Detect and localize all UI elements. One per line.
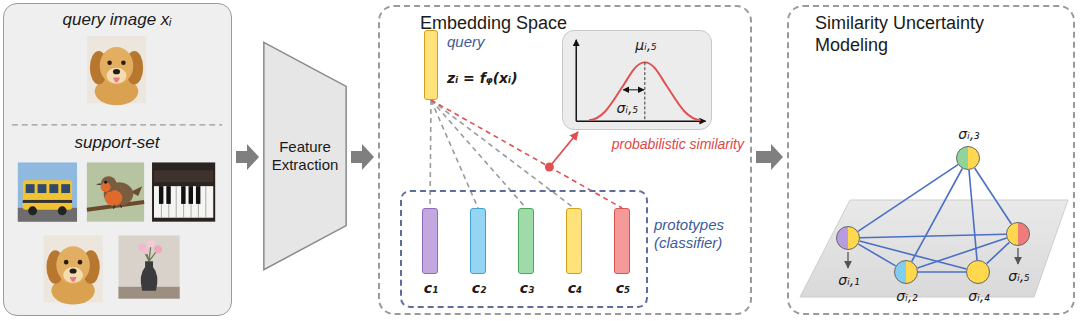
graph-node: σᵢ,₄ — [966, 260, 990, 284]
piano-image — [166, 186, 170, 204]
trapezoid-shape — [264, 42, 346, 269]
bus-image — [26, 184, 35, 193]
panel-title: Embedding Space — [420, 13, 567, 35]
bus-image — [23, 200, 72, 203]
mean-label: μᵢ,₅ — [633, 37, 658, 54]
bus-image — [58, 206, 67, 215]
bus-image — [18, 162, 77, 221]
flow-arrow — [756, 144, 783, 170]
graph-edge — [860, 234, 1006, 237]
piano-image — [189, 186, 193, 204]
bus-image — [23, 180, 72, 210]
graph-edge — [987, 242, 1010, 263]
plot-caption: probabilistic similarity — [612, 136, 744, 153]
piano-image — [181, 186, 185, 204]
divider — [12, 124, 222, 125]
std-label: σᵢ,₅ — [615, 100, 640, 117]
graph-node: σᵢ,₁ — [836, 226, 860, 250]
input-panel: query image xᵢ support-set — [3, 3, 232, 316]
prototype-vector: c₄ — [566, 208, 582, 274]
uncertainty-label: σᵢ,₁ — [838, 272, 859, 289]
piano-image — [152, 162, 215, 221]
prototype-vector: c₃ — [518, 208, 534, 274]
feature-extractor: Feature Extraction — [263, 40, 347, 272]
module-label: Feature Extraction — [267, 138, 343, 174]
vase-image — [147, 239, 155, 247]
prototype-vector: c₁ — [422, 208, 438, 274]
graph-edge — [858, 165, 958, 232]
vase-image — [143, 248, 149, 254]
prototype-label: c₄ — [568, 280, 582, 297]
graph-edge — [918, 271, 966, 273]
group-label: prototypes (classifier) — [654, 216, 746, 252]
bus-image — [49, 184, 58, 193]
flow-arrow — [236, 144, 259, 170]
prototype-label: c₃ — [520, 280, 534, 297]
panel-heading: support-set — [74, 133, 159, 153]
graph-edge — [975, 168, 1012, 224]
image-illustrations — [4, 4, 230, 314]
prototype-set: prototypes (classifier)c₁c₂c₃c₄c₅ — [400, 190, 648, 308]
uncertainty-label: σᵢ,₅ — [1008, 268, 1029, 285]
panel-title: Similarity Uncertainty Modeling — [815, 13, 1025, 56]
uncertainty-label: σᵢ,₄ — [968, 288, 989, 305]
bus-image — [18, 162, 77, 221]
query-dog-image — [87, 36, 146, 105]
support-dog-image — [43, 235, 102, 304]
gaussian-plot — [589, 62, 701, 120]
bus-image — [38, 184, 47, 193]
graph-edge — [969, 170, 977, 260]
graph-plane — [800, 200, 1068, 297]
uncertainty-label: σᵢ,₃ — [958, 126, 979, 143]
piano-image — [154, 170, 213, 182]
bus-image — [18, 208, 77, 222]
piano-image — [159, 186, 163, 204]
graph-edge — [912, 169, 963, 262]
piano-image — [152, 162, 215, 221]
gaussian-plot — [644, 62, 645, 121]
graph-node: σᵢ,₃ — [956, 146, 980, 170]
bird-image — [87, 162, 144, 221]
leader-arrow — [847, 252, 848, 268]
graph-edge — [858, 244, 895, 266]
graph-edge — [917, 238, 1006, 268]
leader-arrow — [1017, 248, 1018, 264]
piano-image — [161, 186, 205, 218]
query-vector: queryzᵢ = fᵩ(xᵢ) — [424, 30, 438, 100]
piano-image — [154, 186, 213, 218]
graph-node: σᵢ,₅ — [1006, 222, 1030, 246]
bird-image — [104, 181, 107, 184]
prototype-vector: c₂ — [470, 208, 486, 274]
panel-heading: query image xᵢ — [63, 10, 172, 30]
pointer-dot — [545, 163, 554, 172]
prototype-vector: c₅ — [614, 208, 630, 274]
prototype-label: c₁ — [424, 280, 438, 297]
bird-image — [105, 190, 123, 206]
embedding-space: Embedding Spacequeryzᵢ = fᵩ(xᵢ) μᵢ,₅σᵢ,₅… — [378, 5, 752, 315]
prototype-label: c₅ — [616, 280, 630, 297]
bird-image — [114, 205, 122, 209]
vector-label: query — [447, 33, 485, 51]
gaussian-plot — [576, 120, 705, 121]
piano-image — [196, 186, 200, 204]
graph-node: σᵢ,₂ — [894, 260, 918, 284]
bird-image — [87, 162, 144, 221]
pointer-arrow — [549, 132, 578, 167]
flow-arrow — [351, 144, 374, 170]
bird-image — [101, 176, 117, 192]
prototype-label: c₂ — [472, 280, 486, 297]
gaussian-plot — [576, 40, 577, 121]
bus-image — [61, 184, 70, 193]
bird-image — [96, 183, 101, 185]
bus-image — [28, 206, 37, 215]
gaussian-plot — [623, 89, 644, 90]
vase-image — [118, 235, 179, 298]
formula: zᵢ = fᵩ(xᵢ) — [447, 70, 518, 87]
uncertainty-module: Similarity Uncertainty Modeling σᵢ,₁ σᵢ,₂ σ… — [787, 5, 1075, 315]
vase-image — [118, 235, 179, 298]
vase-image — [154, 245, 162, 253]
vase-image — [141, 261, 158, 291]
similarity-plot: μᵢ,₅σᵢ,₅probabilistic similarity — [562, 30, 712, 130]
uncertainty-label: σᵢ,₂ — [896, 288, 917, 305]
